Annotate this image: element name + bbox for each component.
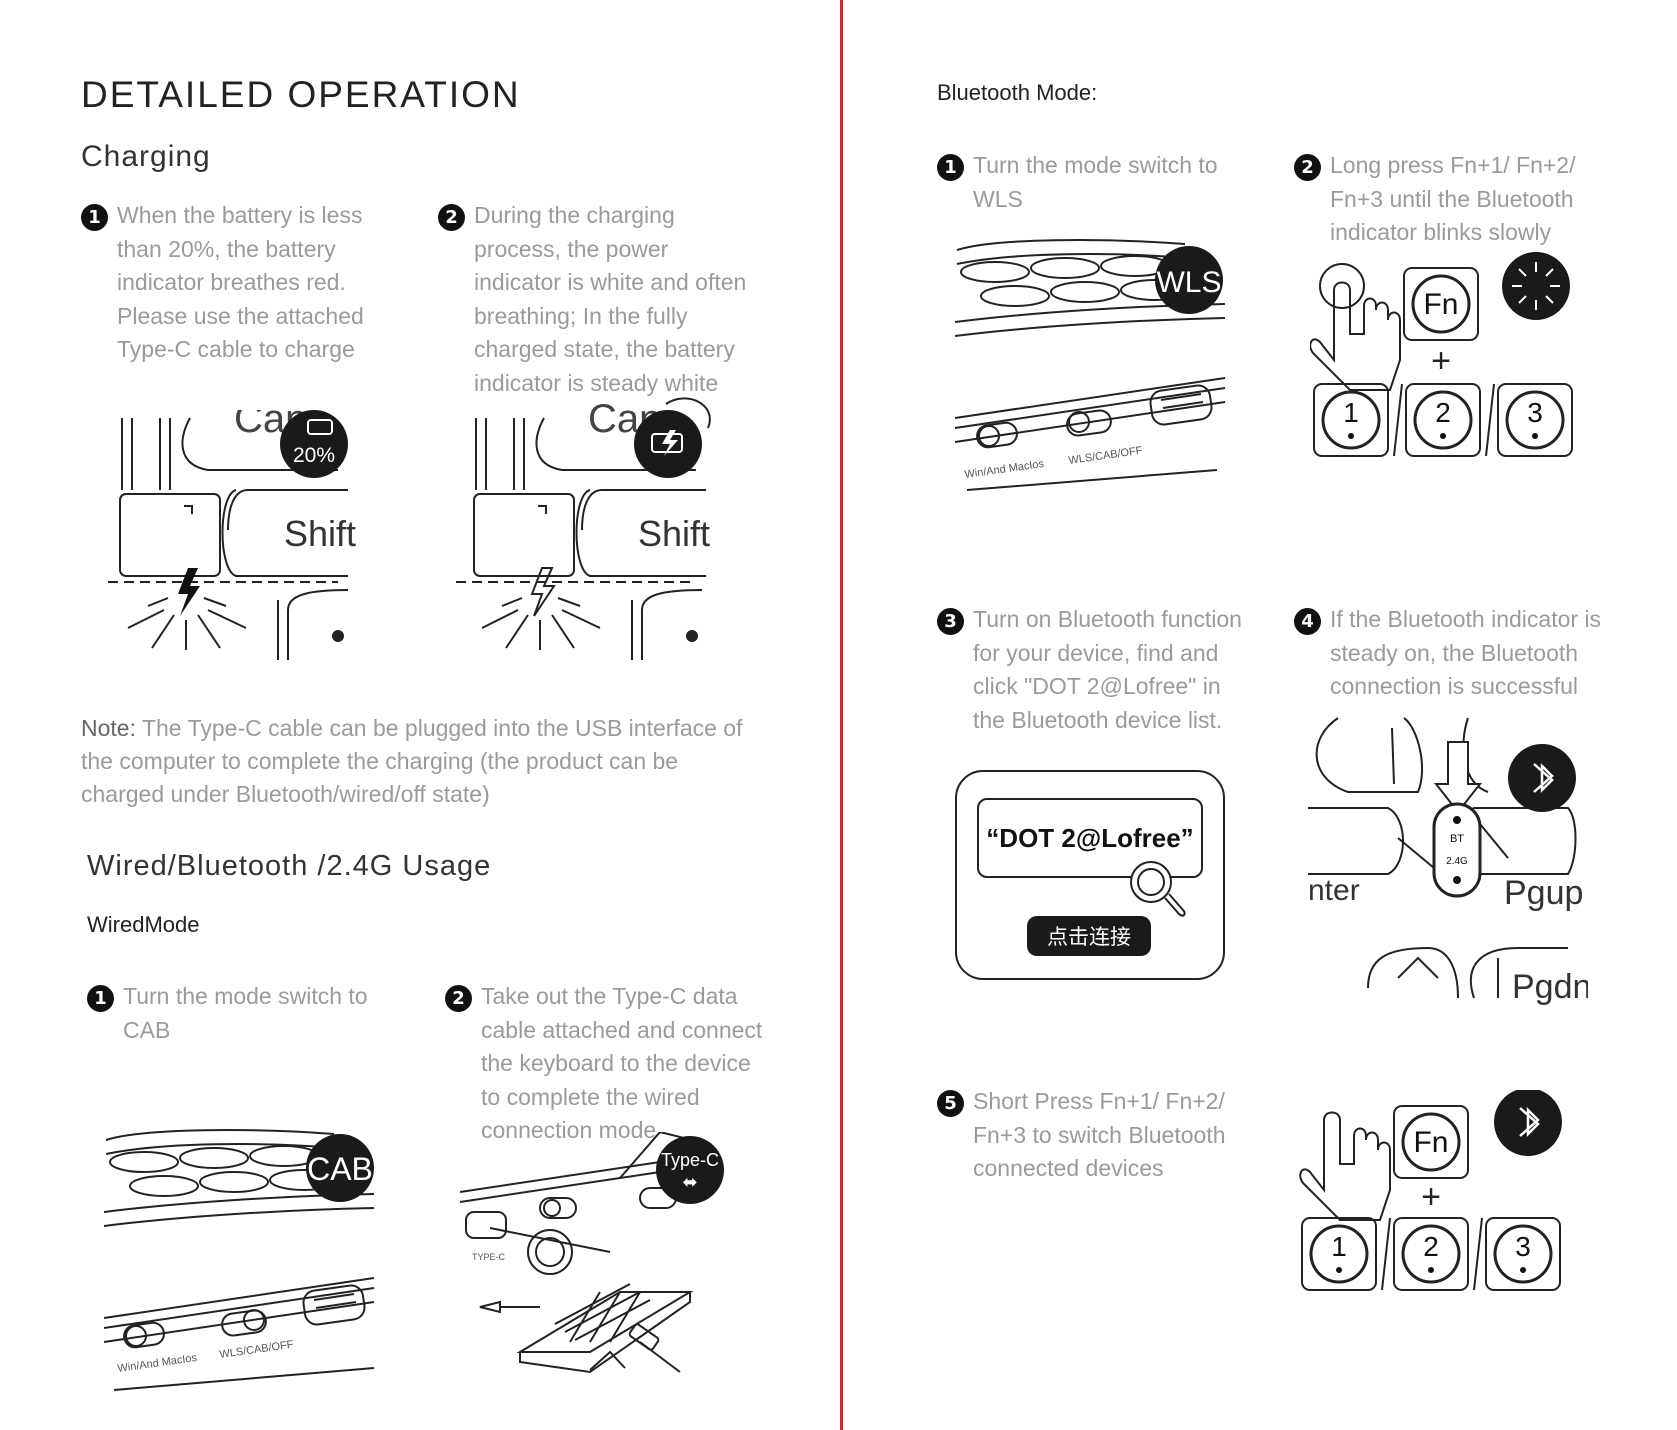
long-press-fn-illustration: Fn + 1 2 3 [1310, 252, 1573, 457]
page-title: DETAILED OPERATION [81, 74, 521, 115]
step-number: 5 [937, 1090, 964, 1117]
charging-heading: Charging [81, 140, 211, 173]
note-text: The Type-C cable can be plugged into the… [81, 715, 743, 807]
bluetooth-indicator-illustration: BT 2.4G nter Pgup Pgdn [1308, 717, 1588, 1006]
charging-step-1: 1 When the battery is less than 20%, the… [81, 199, 401, 367]
mode-switch-label: WLS/CAB/OFF [219, 1339, 295, 1361]
magnifier-icon [1130, 861, 1186, 917]
step-number: 2 [445, 985, 472, 1012]
number-keys: 1 2 3 [1313, 383, 1573, 457]
fn-key [1393, 1105, 1469, 1179]
type-c-connection-illustration: Type-C ⬌ TYPE-C [460, 1132, 724, 1374]
step-number: 2 [1294, 154, 1321, 181]
charging-step-2: 2 During the charging process, the power… [438, 199, 758, 400]
step-text: Turn the mode switch to CAB [123, 983, 368, 1043]
mode-toggle-switch [1432, 802, 1482, 898]
down-arrow-icon [1433, 741, 1483, 814]
os-switch-label: Win/And MacIos [117, 1352, 198, 1375]
step-number: 4 [1294, 608, 1321, 635]
step-number: 1 [87, 985, 114, 1012]
battery-percent-badge: 20% [293, 444, 335, 467]
page-divider [840, 0, 843, 1430]
plus-sign: + [1421, 1178, 1441, 1216]
wired-step-1: 1 Turn the mode switch to CAB [87, 980, 407, 1047]
low-battery-illustration: Cap Shift 20% [108, 410, 356, 660]
glow-rays [481, 597, 601, 650]
step-text: When the battery is less than 20%, the b… [117, 202, 364, 362]
note-label: Note: [81, 715, 136, 741]
device-list-item[interactable]: “DOT 2@Lofree” [977, 798, 1203, 878]
step-text: Long press Fn+1/ Fn+2/ Fn+3 until the Bl… [1330, 152, 1576, 245]
device-list-panel: “DOT 2@Lofree” 点击连接 [955, 770, 1225, 980]
number-key-3: 3 [1515, 1231, 1531, 1262]
pgup-key-label: Pgup [1504, 874, 1583, 912]
connect-button[interactable]: 点击连接 [1027, 916, 1151, 956]
number-key-1: 1 [1343, 397, 1359, 428]
number-keys: 1 2 3 [1301, 1217, 1561, 1291]
os-switch-label: Win/And MacIos [964, 458, 1045, 481]
number-key-2: 2 [1435, 397, 1451, 428]
bluetooth-step-3: 3 Turn on Bluetooth function for your de… [937, 603, 1257, 737]
cab-switch-illustration: CAB Win/And MacIos WLS/CAB/OFF [104, 1129, 375, 1391]
switch-top-label: BT [1450, 833, 1464, 845]
lightning-outline-icon [530, 567, 556, 617]
usb-icon: ⬌ [682, 1172, 697, 1192]
wls-switch-illustration: WLS Win/And MacIos WLS/CAB/OFF [955, 239, 1226, 491]
bluetooth-heading: Bluetooth Mode: [937, 80, 1098, 105]
step-text: If the Bluetooth indicator is steady on,… [1330, 606, 1602, 699]
number-key-1: 1 [1331, 1231, 1347, 1262]
switch-bottom-label: 2.4G [1446, 856, 1468, 867]
usage-heading: Wired/Bluetooth /2.4G Usage [87, 850, 492, 882]
short-press-fn-illustration: Fn + 1 2 3 [1299, 1090, 1562, 1291]
number-key-3: 3 [1527, 397, 1543, 428]
step-number: 2 [438, 204, 465, 231]
number-key-2: 2 [1423, 1231, 1439, 1262]
wired-mode-heading: WiredMode [87, 912, 200, 937]
battery-icon [307, 419, 333, 435]
port-label: TYPE-C [472, 1252, 506, 1262]
step-text: During the charging process, the power i… [474, 202, 747, 396]
cab-badge: CAB [307, 1151, 373, 1187]
lightning-icon [178, 568, 200, 616]
glow-rays [127, 597, 247, 650]
enter-key-label: nter [1308, 874, 1360, 907]
fn-key-label: Fn [1423, 288, 1458, 321]
mode-switch-label: WLS/CAB/OFF [1068, 445, 1144, 467]
step-number: 1 [937, 154, 964, 181]
pgdn-key-label: Pgdn [1512, 968, 1588, 1006]
bluetooth-step-5: 5 Short Press Fn+1/ Fn+2/ Fn+3 to switch… [937, 1085, 1257, 1186]
fn-key [1403, 267, 1479, 341]
bluetooth-step-4: 4 If the Bluetooth indicator is steady o… [1294, 603, 1624, 704]
step-text: Turn on Bluetooth function for your devi… [973, 606, 1242, 733]
key-shift-label: Shift [284, 513, 356, 554]
step-text: Turn the mode switch to WLS [973, 152, 1218, 212]
bluetooth-step-2: 2 Long press Fn+1/ Fn+2/ Fn+3 until the … [1294, 149, 1624, 250]
step-number: 1 [81, 204, 108, 231]
hand-press-icon [1310, 263, 1401, 391]
type-c-badge: Type-C [661, 1150, 719, 1170]
charging-note: Note: The Type-C cable can be plugged in… [81, 712, 761, 811]
charging-illustration: Cap Shift [456, 397, 711, 660]
fn-key-label: Fn [1413, 1126, 1448, 1159]
step-text: Short Press Fn+1/ Fn+2/ Fn+3 to switch B… [973, 1088, 1226, 1181]
key-shift-label: Shift [638, 513, 710, 554]
cable-icon [665, 397, 711, 429]
wls-badge: WLS [1156, 266, 1221, 299]
bluetooth-step-1: 1 Turn the mode switch to WLS [937, 149, 1257, 216]
step-text: Take out the Type-C data cable attached … [481, 983, 763, 1143]
step-number: 3 [937, 608, 964, 635]
hand-press-icon [1299, 1111, 1391, 1221]
wired-step-2: 2 Take out the Type-C data cable attache… [445, 980, 765, 1148]
plus-sign: + [1431, 342, 1451, 380]
